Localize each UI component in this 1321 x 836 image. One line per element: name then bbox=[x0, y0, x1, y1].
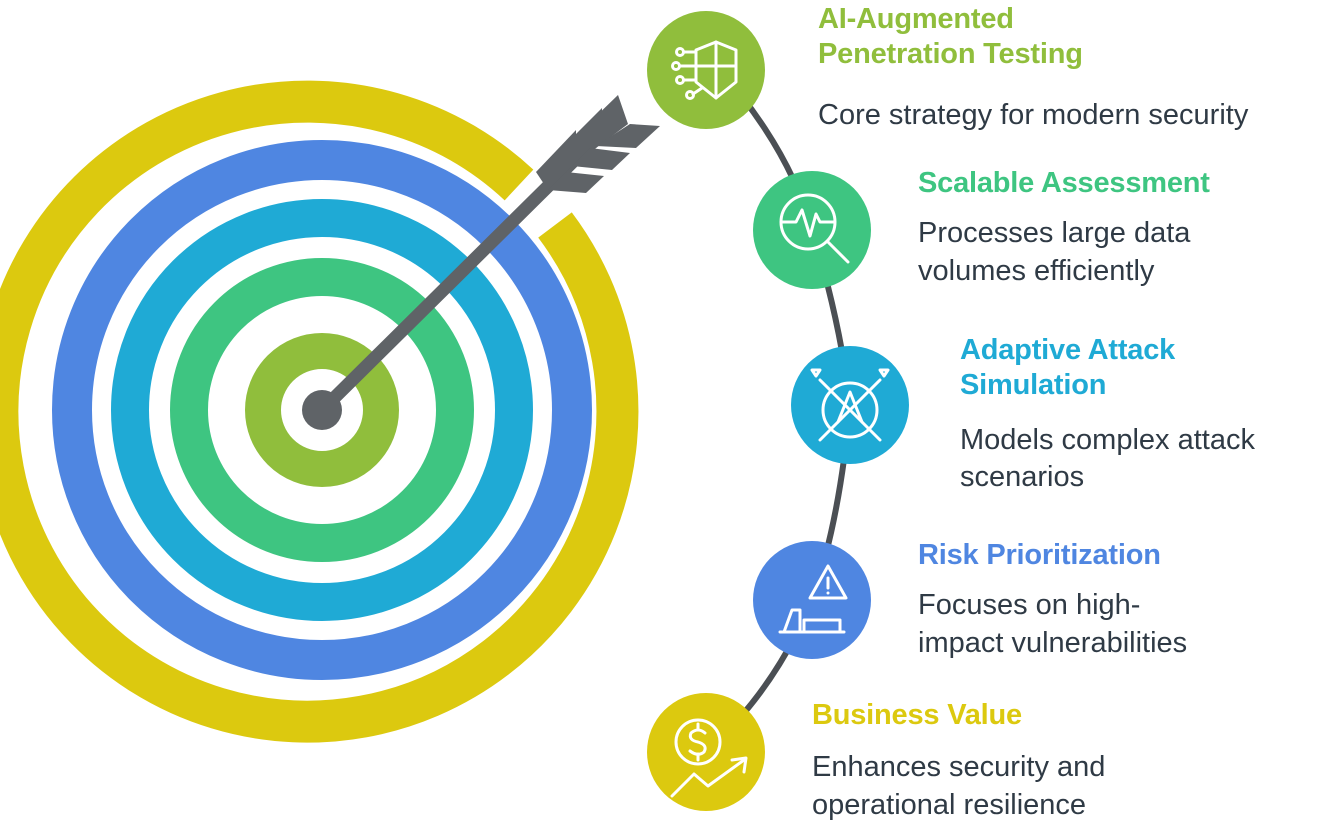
target-ring-green bbox=[170, 258, 474, 562]
step-1-circle bbox=[647, 11, 765, 129]
step-1-title: AI-Augmented Penetration Testing bbox=[818, 3, 1083, 71]
crossed-swords-shield-icon bbox=[810, 368, 890, 442]
step-2-title: Scalable Assessment bbox=[918, 167, 1210, 199]
arrow-fletching-3 bbox=[586, 95, 628, 148]
step-1-description: Core strategy for modern security bbox=[818, 98, 1249, 131]
arrow-fletching-4 bbox=[548, 172, 604, 193]
step-4-title: Risk Prioritization bbox=[918, 539, 1161, 571]
target bbox=[0, 80, 639, 743]
ai-chip-icon bbox=[671, 40, 738, 100]
step-4-label: Risk Prioritization Focuses on high- imp… bbox=[918, 538, 1187, 663]
step-5-circle bbox=[647, 693, 765, 811]
target-ring-blue bbox=[52, 140, 592, 680]
step-5-title: Business Value bbox=[812, 699, 1022, 731]
step-3-label: Adaptive Attack Simulation Models comple… bbox=[960, 333, 1255, 497]
arrow bbox=[302, 95, 660, 430]
target-ring-cyan bbox=[111, 199, 533, 621]
target-ring-lime bbox=[245, 333, 399, 487]
step-2-description: Processes large data volumes efficiently bbox=[918, 217, 1191, 288]
step-3-description: Models complex attack scenarios bbox=[960, 423, 1255, 494]
step-4-circle bbox=[753, 541, 871, 659]
step-3-circle bbox=[791, 346, 909, 464]
step-circles bbox=[647, 11, 909, 811]
step-3-title: Adaptive Attack Simulation bbox=[960, 334, 1176, 402]
target-ring-yellow bbox=[0, 80, 639, 743]
step-2-label: Scalable Assessment Processes large data… bbox=[918, 166, 1210, 291]
warning-priority-icon bbox=[778, 564, 848, 634]
arrow-fletching-6 bbox=[596, 124, 660, 148]
step-5-label: Business Value Enhances security and ope… bbox=[812, 698, 1105, 825]
arrow-tip bbox=[302, 390, 342, 430]
step-5-description: Enhances security and operational resili… bbox=[812, 751, 1106, 822]
dollar-growth-icon bbox=[670, 718, 748, 798]
step-4-description: Focuses on high- impact vulnerabilities bbox=[918, 589, 1188, 660]
magnifier-pulse-icon bbox=[779, 193, 850, 264]
step-1-label: AI-Augmented Penetration Testing Core st… bbox=[818, 2, 1248, 134]
arrow-fletching-5 bbox=[572, 148, 630, 170]
